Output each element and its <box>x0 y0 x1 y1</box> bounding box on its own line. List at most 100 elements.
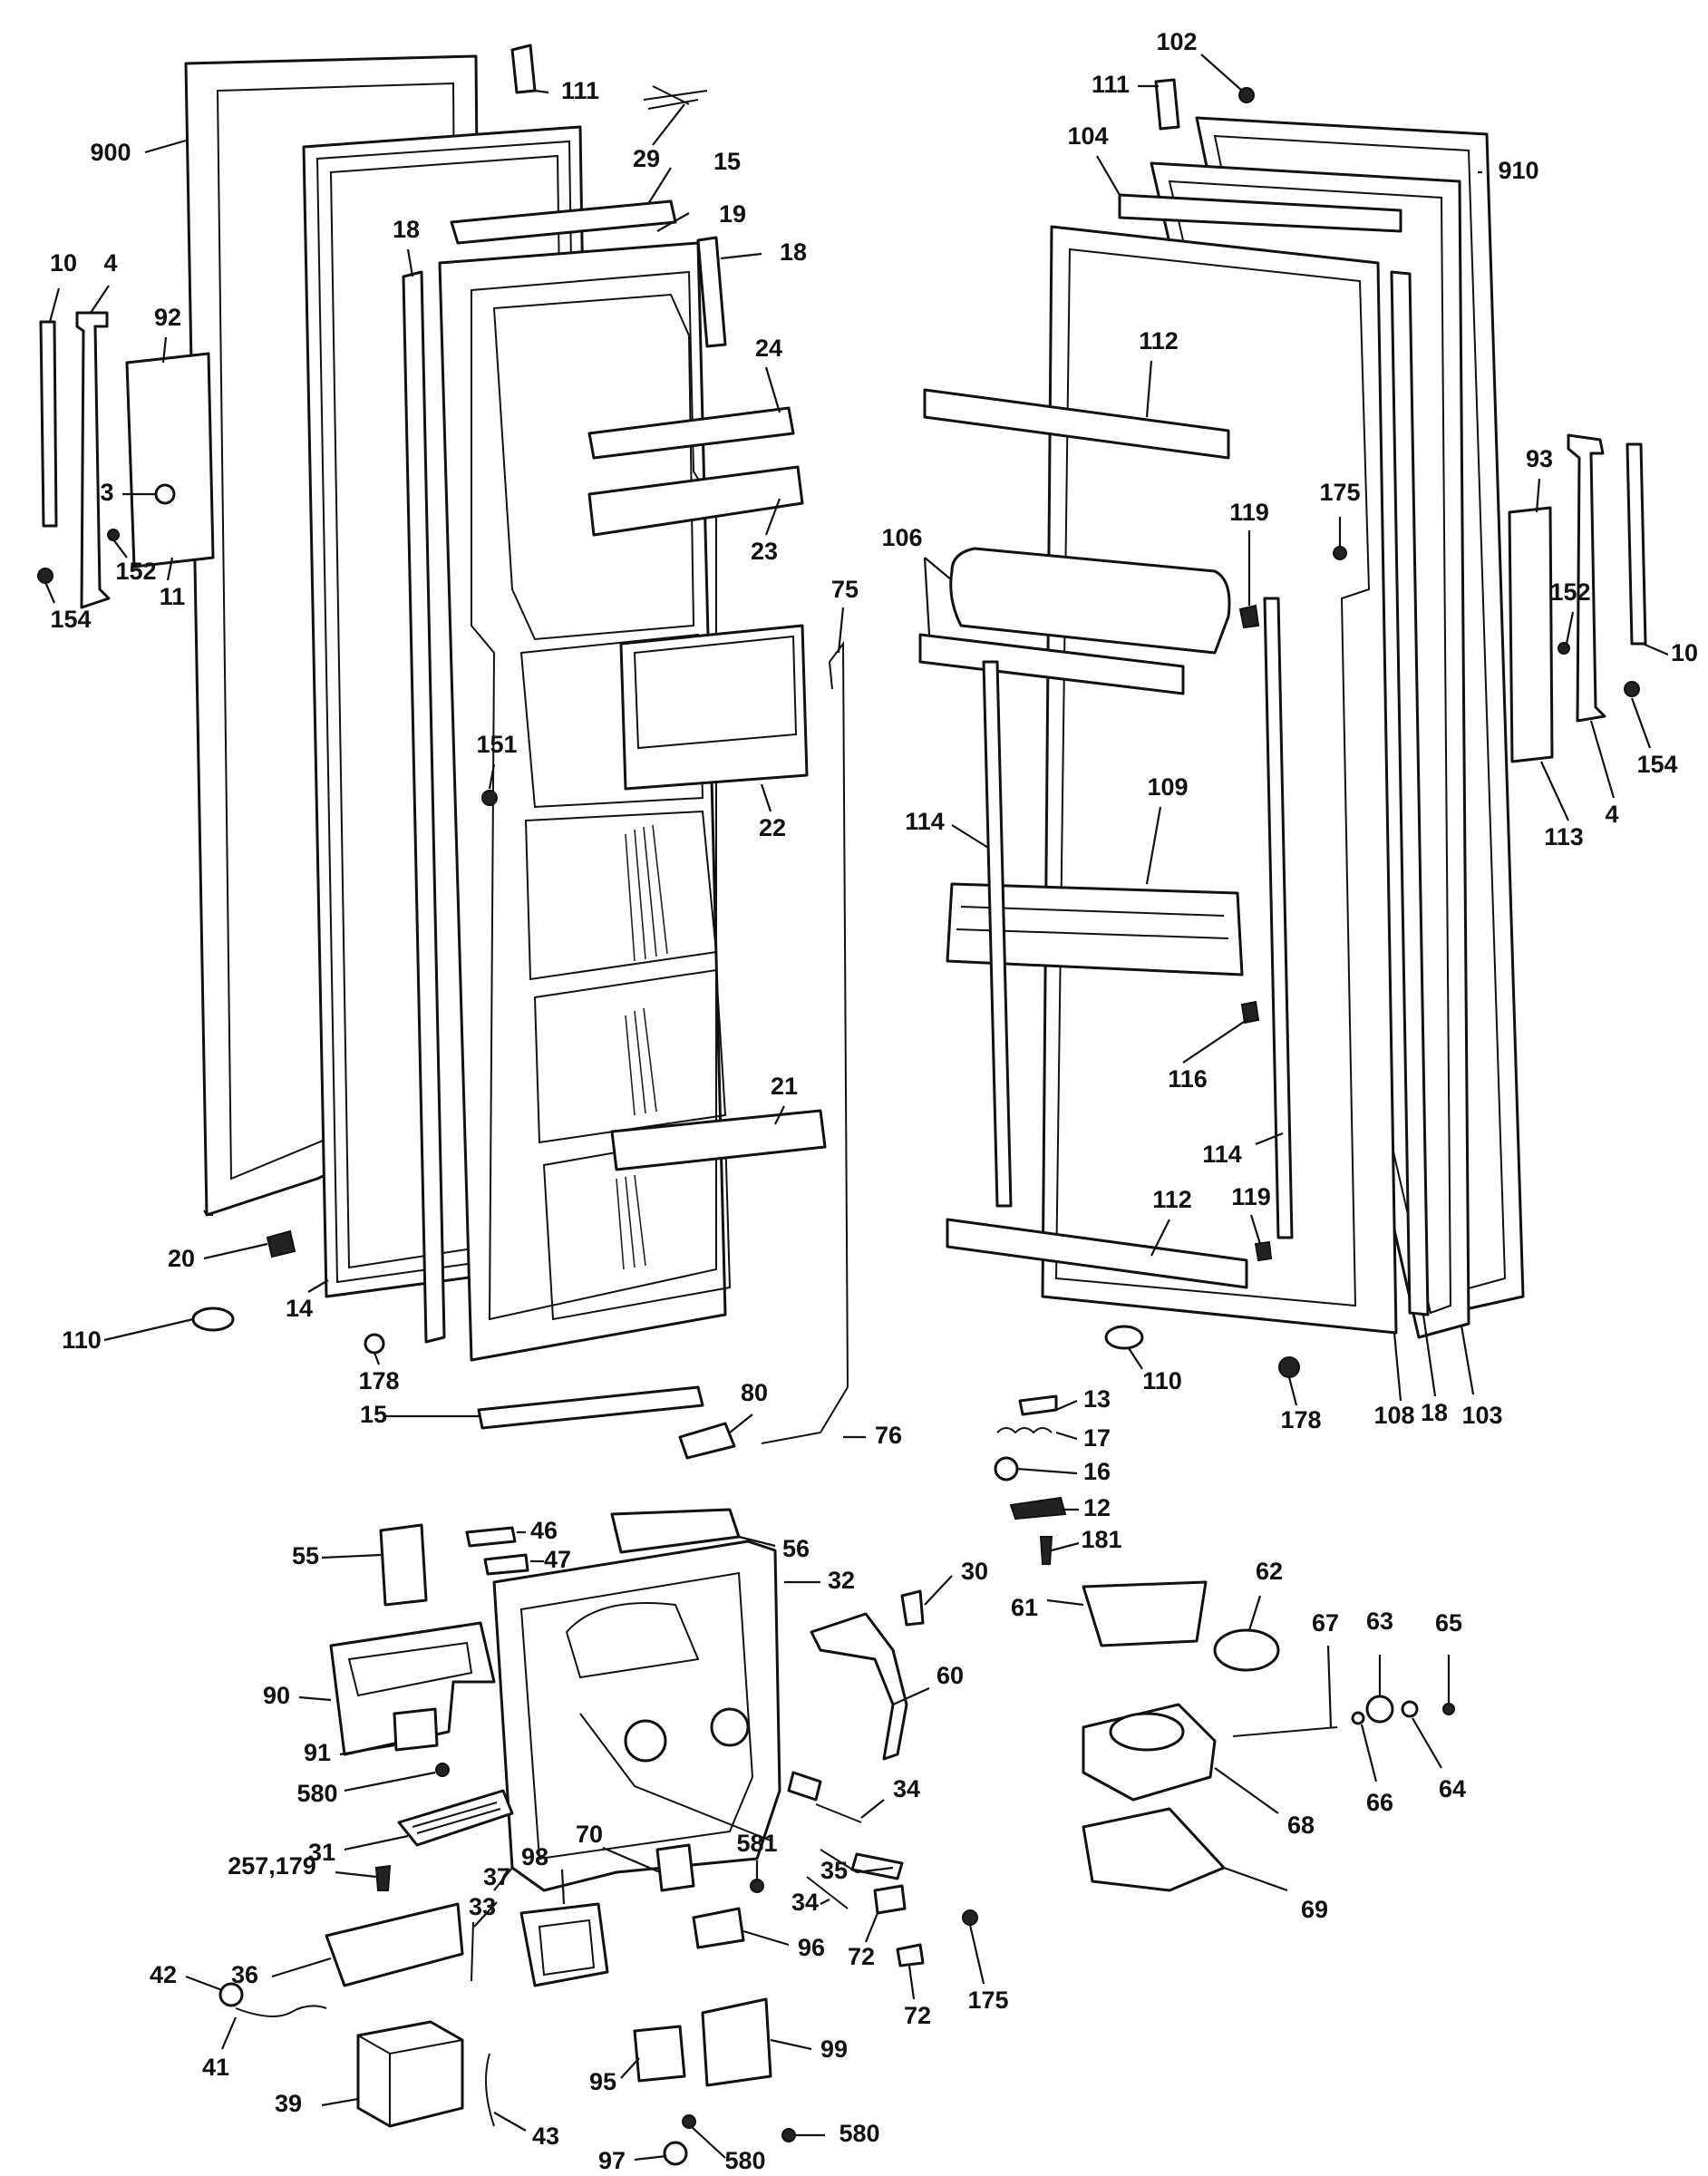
callout-99: 99 <box>820 2035 848 2063</box>
part-46 <box>465 1526 517 1548</box>
callout-37: 37 <box>483 1863 510 1890</box>
freezer-mount-plate-92 <box>125 352 215 568</box>
callout-580-c: 580 <box>839 2120 879 2147</box>
callout-154-left: 154 <box>50 606 91 633</box>
callout-96: 96 <box>798 1934 825 1961</box>
callout-13: 13 <box>1083 1385 1111 1413</box>
screw-152-right <box>1558 642 1570 655</box>
callout-65: 65 <box>1435 1609 1462 1637</box>
door-bumper-110-right <box>1104 1325 1144 1350</box>
screw-152-left <box>107 529 120 541</box>
fresh-food-door-assembly <box>918 78 1647 1565</box>
callout-580-b: 580 <box>724 2147 765 2174</box>
screw-175-bottom <box>962 1909 978 1926</box>
callout-24: 24 <box>755 335 782 362</box>
callout-154-right: 154 <box>1636 751 1677 778</box>
door-ladder-114-right <box>1263 597 1294 1239</box>
callout-32: 32 <box>828 1567 855 1594</box>
callout-175-top: 175 <box>1319 479 1360 506</box>
part-66 <box>1351 1711 1365 1725</box>
callout-80: 80 <box>741 1379 768 1406</box>
callout-62: 62 <box>1256 1558 1283 1585</box>
callout-46: 46 <box>530 1517 558 1544</box>
switch-95 <box>633 2025 686 2083</box>
screw-580-b <box>682 2114 696 2129</box>
callout-113: 113 <box>1544 823 1584 850</box>
callout-112-top: 112 <box>1139 327 1179 355</box>
solenoid-96 <box>692 1907 745 1949</box>
callout-68: 68 <box>1287 1812 1315 1839</box>
screw-257-179 <box>374 1864 392 1891</box>
screw-181 <box>1039 1536 1053 1565</box>
spring-17 <box>996 1427 1053 1434</box>
callout-152-left: 152 <box>115 558 156 585</box>
dairy-bin-106 <box>949 547 1231 655</box>
hinge-pin-20 <box>266 1229 296 1258</box>
callout-151: 151 <box>476 731 517 758</box>
clip-72-a <box>873 1884 907 1915</box>
door-bin-109 <box>946 882 1244 976</box>
callout-12: 12 <box>1083 1494 1111 1521</box>
callout-72-a: 72 <box>848 1943 875 1970</box>
screw-154-left <box>37 568 53 584</box>
callout-67: 67 <box>1312 1609 1339 1637</box>
freezer-top-trim <box>450 199 677 245</box>
callout-63: 63 <box>1366 1608 1393 1635</box>
screw-154-right <box>1624 681 1640 697</box>
dairy-bin-rail-106 <box>918 633 1185 695</box>
fresh-food-top-trim <box>1118 193 1402 233</box>
dispenser-assembly <box>218 1508 1455 2166</box>
freezer-breaker-strip-right <box>696 236 727 348</box>
callout-15-bottom: 15 <box>360 1401 387 1428</box>
callout-103: 103 <box>1461 1402 1502 1429</box>
freezer-handle-trim-10 <box>39 320 58 528</box>
fresh-food-handle-trim-10 <box>1626 442 1647 646</box>
switch-bracket-55 <box>379 1523 428 1607</box>
part-97 <box>663 2141 688 2166</box>
callout-93: 93 <box>1526 445 1553 472</box>
screw-175-top <box>1333 546 1347 560</box>
part-42 <box>218 1982 244 2007</box>
callout-22: 22 <box>759 814 786 841</box>
ice-chute-98 <box>519 1902 609 1987</box>
screw-151 <box>481 790 498 806</box>
cover-99 <box>701 1997 772 2087</box>
callout-36: 36 <box>231 1961 258 1988</box>
callout-10-left: 10 <box>50 249 77 277</box>
freezer-door-panel-22 <box>619 624 809 791</box>
callout-257-179: 257,179 <box>228 1852 316 1880</box>
clip-119-bottom <box>1254 1240 1273 1262</box>
callout-66: 66 <box>1366 1789 1393 1816</box>
callout-3: 3 <box>100 479 113 506</box>
callout-61: 61 <box>1011 1594 1038 1621</box>
fresh-food-handle-4 <box>1567 433 1606 723</box>
callout-112-bottom: 112 <box>1152 1186 1192 1213</box>
part-47 <box>483 1553 529 1576</box>
callout-17: 17 <box>1083 1424 1111 1452</box>
actuator-35-a <box>787 1771 822 1802</box>
freezer-breaker-strip-left <box>402 270 446 1344</box>
door-ladder-114-left <box>982 660 1013 1208</box>
callout-119-top: 119 <box>1229 499 1269 526</box>
callout-11: 11 <box>160 583 186 610</box>
callout-14: 14 <box>286 1295 313 1322</box>
callout-29: 29 <box>633 145 660 172</box>
screw-580-a <box>435 1763 450 1777</box>
callout-33: 33 <box>469 1893 496 1920</box>
clip-119-top <box>1238 604 1260 629</box>
callout-104: 104 <box>1067 122 1108 150</box>
callout-69: 69 <box>1301 1896 1328 1923</box>
callout-39: 39 <box>275 2090 302 2117</box>
part-63 <box>1365 1695 1394 1724</box>
fresh-food-mount-plate-93 <box>1508 506 1554 763</box>
callout-580-a: 580 <box>296 1780 337 1807</box>
callout-19: 19 <box>719 200 746 228</box>
callout-47: 47 <box>544 1546 571 1573</box>
callout-4-right: 4 <box>1605 801 1618 828</box>
callout-175-bottom: 175 <box>967 1987 1008 2014</box>
callout-111-left: 111 <box>561 77 599 104</box>
bracket-70 <box>655 1843 695 1892</box>
screw-580-c <box>781 2128 796 2142</box>
wire-43 <box>485 2053 495 2127</box>
callout-35: 35 <box>820 1857 848 1884</box>
